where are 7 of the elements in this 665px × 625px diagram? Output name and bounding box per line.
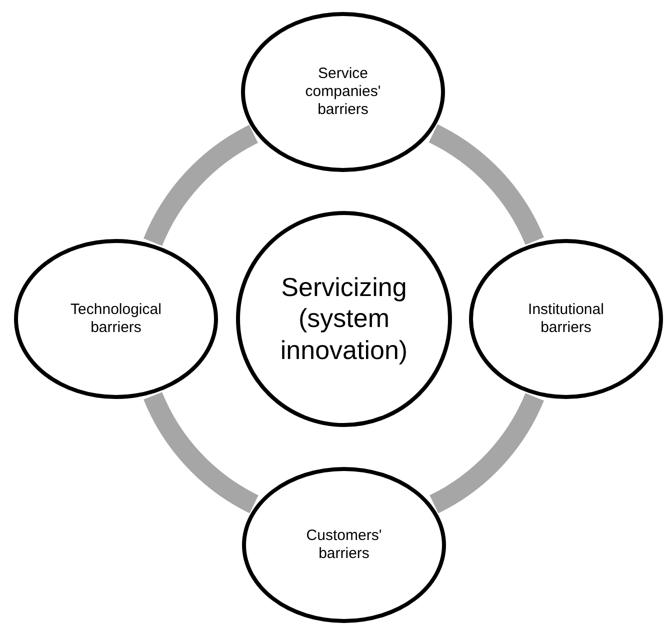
ring-arc-connector: [428, 124, 544, 246]
ring-arc-connector: [429, 392, 544, 514]
node-label: Customers' barriers: [305, 527, 383, 563]
node-label: Technological barriers: [70, 301, 162, 337]
node-label: Institutional barriers: [527, 301, 605, 337]
node-label: Service companies' barriers: [304, 65, 382, 119]
center-label: Servicizing (system innovation): [279, 272, 409, 366]
